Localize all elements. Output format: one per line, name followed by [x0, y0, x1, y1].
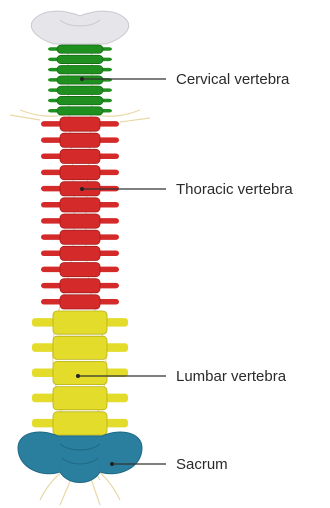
thoracic-segment-10	[60, 263, 100, 277]
lumbar-segment-4	[53, 387, 107, 410]
thoracic-segment-2	[60, 133, 100, 147]
cervical-vertebrae	[48, 45, 112, 115]
cervical-segment-3	[57, 66, 103, 74]
lumbar-segment-5	[53, 412, 107, 435]
label-lumbar: Lumbar vertebra	[176, 368, 287, 385]
lumbar-segment-2	[53, 336, 107, 359]
cervical-segment-5	[57, 86, 103, 94]
label-cervical: Cervical vertebra	[176, 71, 290, 88]
label-sacrum: Sacrum	[176, 456, 228, 473]
cervical-segment-1	[57, 45, 103, 53]
lumbar-vertebrae	[32, 311, 128, 435]
thoracic-segment-1	[60, 117, 100, 131]
thoracic-segment-9	[60, 246, 100, 260]
cervical-segment-7	[57, 107, 103, 115]
skull-base	[31, 11, 128, 44]
thoracic-segment-3	[60, 149, 100, 163]
lumbar-segment-3	[53, 361, 107, 384]
cervical-segment-4	[57, 76, 103, 84]
thoracic-segment-12	[60, 295, 100, 309]
cervical-segment-6	[57, 96, 103, 104]
thoracic-segment-6	[60, 198, 100, 212]
lumbar-segment-1	[53, 311, 107, 334]
cervical-segment-2	[57, 55, 103, 63]
thoracic-segment-7	[60, 214, 100, 228]
thoracic-segment-8	[60, 230, 100, 244]
thoracic-vertebrae	[41, 117, 119, 309]
sacrum-bone	[18, 432, 142, 483]
thoracic-segment-4	[60, 166, 100, 180]
thoracic-segment-11	[60, 279, 100, 293]
label-thoracic: Thoracic vertebra	[176, 181, 293, 198]
